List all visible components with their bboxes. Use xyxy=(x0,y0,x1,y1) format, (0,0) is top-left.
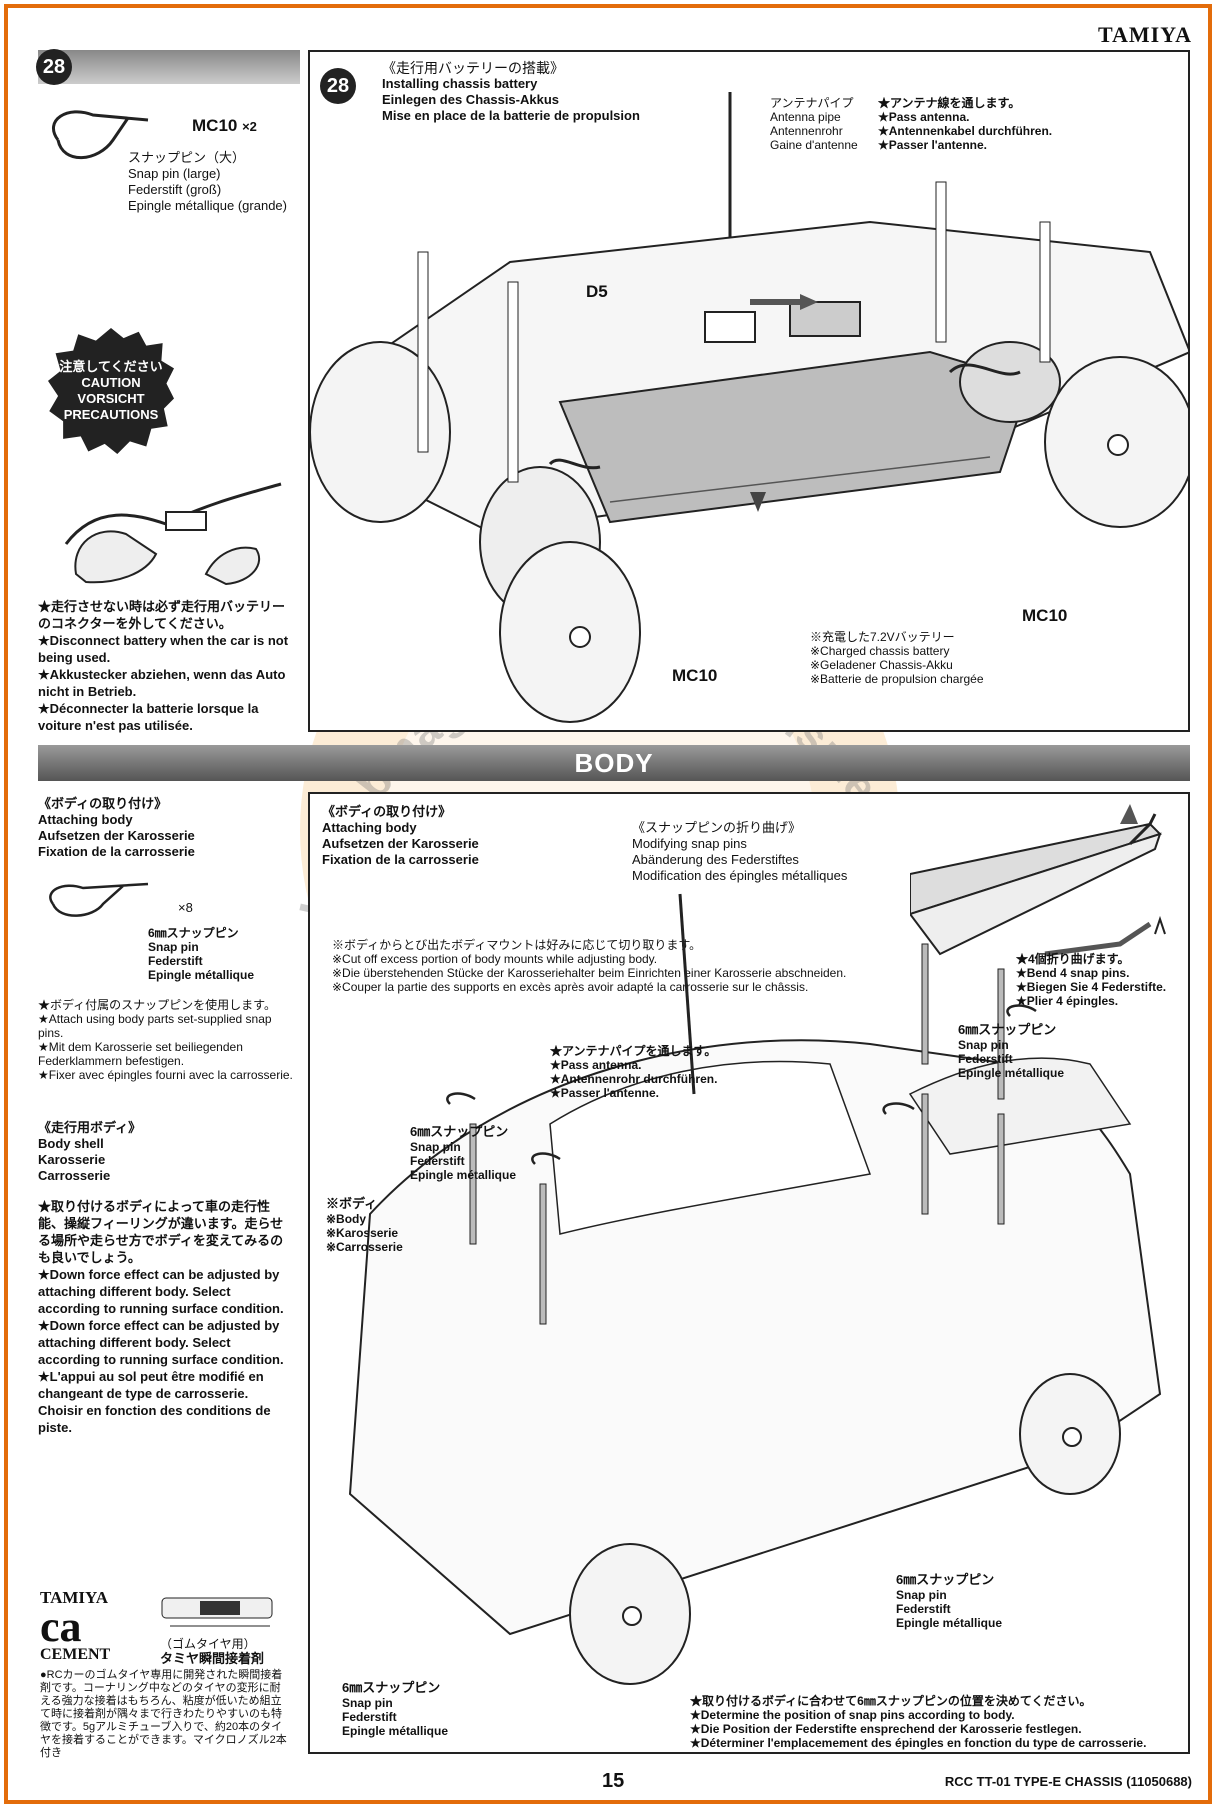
connector-hand-illustration xyxy=(64,482,282,586)
bent-snap-pin-icon xyxy=(1044,915,1166,957)
brand-logo: TAMIYA xyxy=(1097,22,1192,47)
section-heading-body: BODY xyxy=(38,745,1190,781)
snap-qty: ×8 xyxy=(178,900,193,915)
label-mc10-right: MC10 xyxy=(1022,606,1068,625)
body-shell-illustration xyxy=(348,893,1162,1685)
step-28-panel: 28 《走行用バッテリーの搭載》Installing chassis batte… xyxy=(308,50,1190,732)
cement-logo: ca xyxy=(40,1602,82,1651)
pliers-illustration xyxy=(910,804,1162,956)
label-mc10-left: MC10 xyxy=(672,666,718,685)
part-label: MC10 xyxy=(192,116,238,135)
position-note: ★取り付けるボディに合わせて6㎜スナップピンの位置を決めてください。★Deter… xyxy=(690,1694,1147,1750)
caution-text: ★走行させない時は必ず走行用バッテリーのコネクターを外してください。★Disco… xyxy=(38,599,289,733)
step-bar xyxy=(38,50,300,84)
snap-pin-6mm-icon xyxy=(49,882,149,917)
label-d5: D5 xyxy=(586,282,608,301)
cement-tube-icon xyxy=(161,1597,273,1627)
battery-note: ※充電した7.2Vバッテリー※Charged chassis battery※G… xyxy=(810,630,984,686)
part-name: スナップピン（大）Snap pin (large)Federstift (gro… xyxy=(128,150,287,213)
shell-note: ★取り付けるボディによって車の走行性能、操縦フィーリングが違います。走らせる場所… xyxy=(38,1199,284,1435)
snap-pin-large-icon xyxy=(51,110,149,160)
cement-word: CEMENT xyxy=(40,1646,111,1663)
cement-ad: TAMIYA ca CEMENT （ゴムタイヤ用） タミヤ瞬間接着剤 ●RCカー… xyxy=(40,1588,290,1760)
step-number-inner-badge: 28 xyxy=(320,68,356,104)
cut-note: ※ボディからとび出たボディマウントは好みに応じて切り取ります。※Cut off … xyxy=(332,938,847,994)
cement-sub: （ゴムタイヤ用） xyxy=(160,1637,256,1651)
bend-note: ★4個折り曲げます。★Bend 4 snap pins.★Biegen Sie … xyxy=(1016,952,1167,1008)
step-number-badge: 28 xyxy=(36,49,72,85)
body-label: ※ボディ※Body※Karosserie※Carrosserie xyxy=(326,1196,403,1254)
model-name: RCC TT-01 TYPE-E CHASSIS (11050688) xyxy=(944,1774,1192,1789)
pass-antenna-note: ★アンテナ線を通します。★Pass antenna.★Antennenkabel… xyxy=(878,96,1053,152)
page-border xyxy=(4,4,1212,1804)
page-number: 15 xyxy=(602,1770,625,1792)
snap-note: ★ボディ付属のスナップピンを使用します。★Attach using body p… xyxy=(38,998,293,1082)
cement-name: タミヤ瞬間接着剤 xyxy=(160,1651,265,1666)
body-pass-antenna-note: ★アンテナパイプを通します。★Pass antenna.★Antennenroh… xyxy=(550,1044,718,1100)
cement-brand: TAMIYA xyxy=(40,1588,109,1607)
chassis-illustration xyxy=(310,92,1188,723)
cement-text: ●RCカーのゴムタイヤ専用に開発された瞬間接着剤です。コーナリング中などのタイヤ… xyxy=(40,1669,287,1759)
part-qty: ×2 xyxy=(242,119,257,134)
